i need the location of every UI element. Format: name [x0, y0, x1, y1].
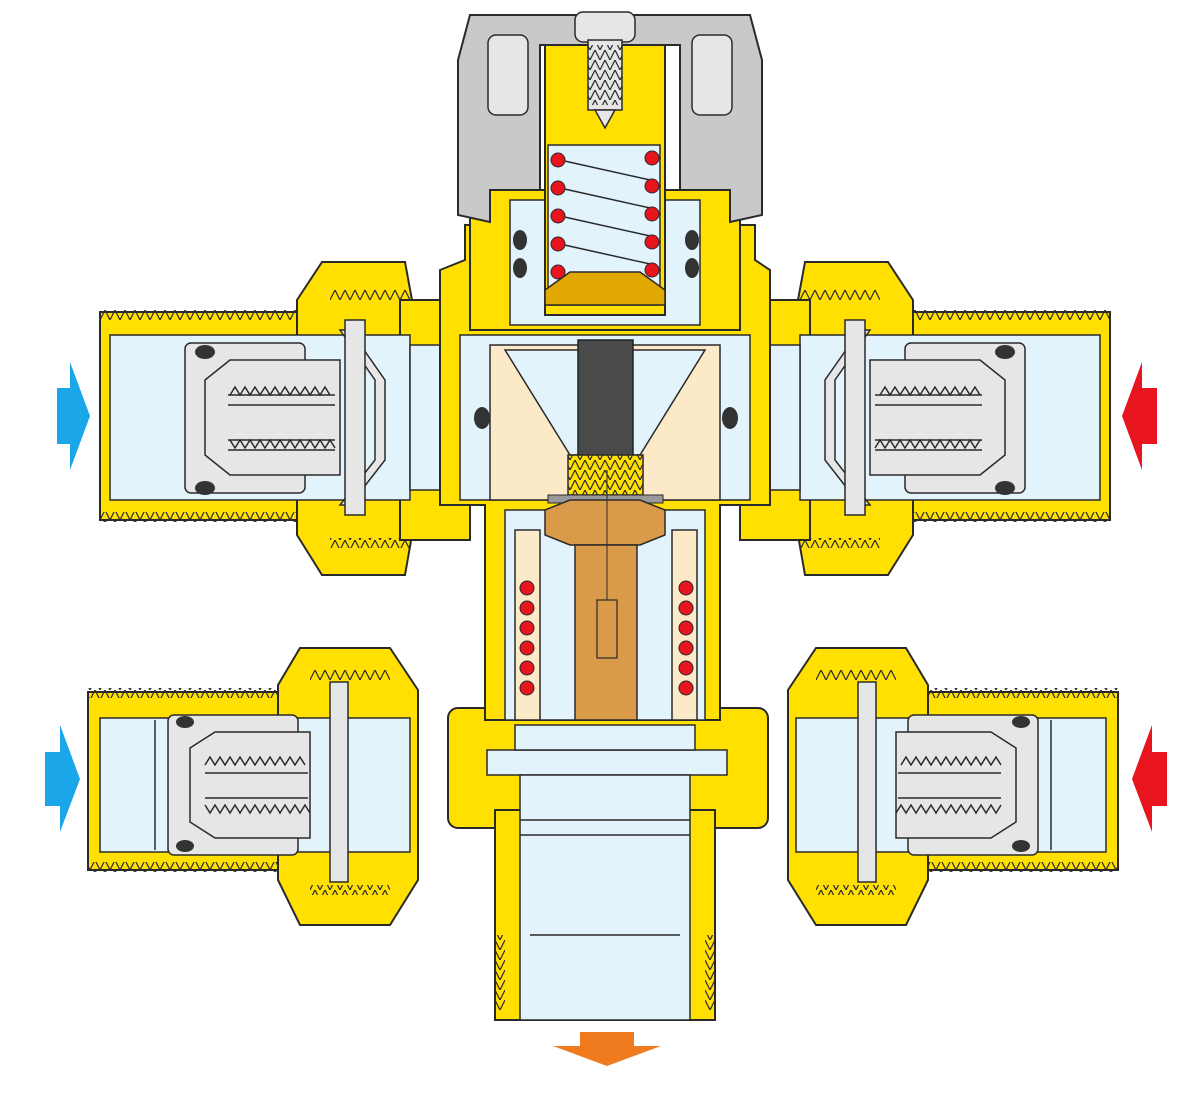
thermostat-stem — [547, 339, 664, 504]
adjustment-knob[interactable] — [457, 11, 763, 224]
upper-hot-inlet-fitting — [739, 261, 1111, 576]
cold-inlet-lower-arrow-icon — [45, 725, 80, 832]
lower-spring — [519, 580, 694, 696]
mixed-outlet-arrow-icon — [553, 1032, 661, 1066]
hot-inlet-lower-arrow-icon — [1132, 725, 1167, 832]
lower-hot-inlet-fitting — [787, 647, 1119, 926]
upper-spring — [544, 150, 666, 306]
mixed-outlet-fitting — [447, 707, 769, 1021]
upper-cold-inlet-fitting — [99, 261, 471, 576]
lower-cold-inlet-fitting — [87, 647, 419, 926]
hot-inlet-upper-arrow-icon — [1122, 362, 1157, 470]
cold-inlet-upper-arrow-icon — [57, 362, 90, 470]
